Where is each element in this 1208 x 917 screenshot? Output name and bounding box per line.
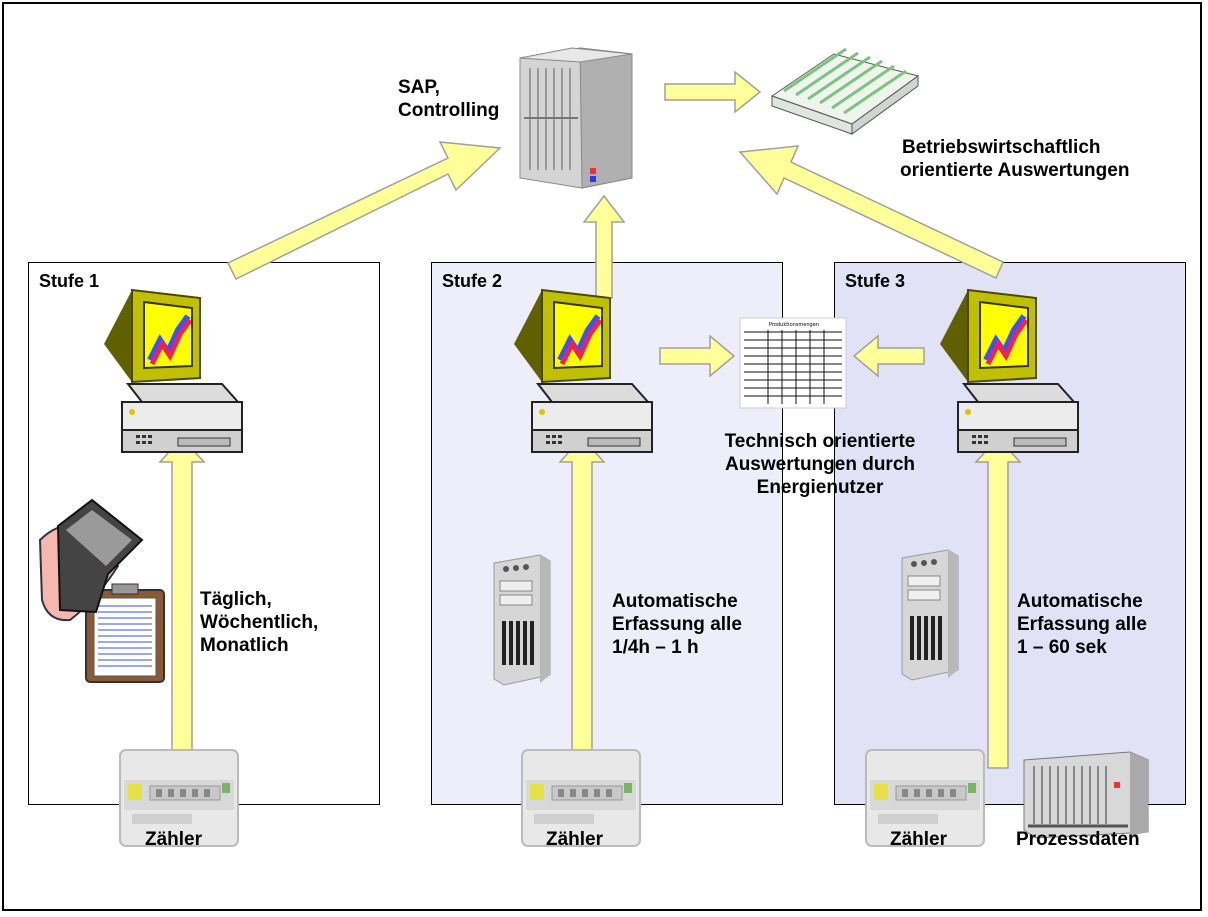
arrow-stage3-to-server [738, 145, 1004, 280]
stage3-method-label: Automatische Erfassung alle 1 – 60 sek [1017, 591, 1147, 658]
stage2-tower-server-icon [493, 554, 551, 686]
sap-server-label: SAP, Controlling [398, 77, 500, 121]
stage1-meter-label: Zähler [145, 829, 203, 850]
stage2-computer-icon [514, 290, 652, 452]
arrow-stage2-meter-to-pc [558, 436, 606, 769]
stage-title: Stufe 3 [845, 271, 906, 291]
stage2-meter-label: Zähler [546, 829, 604, 850]
sheet-heading: Produktionsmengen [769, 322, 819, 328]
sap-server-icon [519, 47, 633, 189]
stage-title: Stufe 2 [442, 271, 503, 291]
printout-stack-icon [770, 47, 920, 135]
arrow-stage2-to-server [582, 194, 626, 299]
handheld-reader-icon [38, 498, 165, 683]
arrow-stage1-to-server [226, 141, 502, 281]
stage-title: Stufe 1 [39, 271, 100, 291]
process-data-label: Prozessdaten [1016, 829, 1140, 850]
business-reports-label: Betriebswirtschaftlich orientierte Auswe… [900, 137, 1130, 181]
arrow-stage3-to-sheet [852, 334, 925, 378]
arrow-stage1-meter-to-pc [158, 436, 206, 769]
stage3-tower-server-icon [901, 549, 959, 681]
arrow-to-business-reports [664, 70, 762, 114]
stage3-meter-label: Zähler [890, 829, 948, 850]
technical-report-sheet-icon: Produktionsmengen [739, 317, 847, 409]
process-data-rack-icon [1023, 751, 1149, 839]
stage1-computer-icon [104, 290, 242, 452]
stage3-computer-icon [940, 290, 1078, 452]
stage2-method-label: Automatische Erfassung alle 1/4h – 1 h [612, 591, 742, 658]
technical-reports-label: Technisch orientierte Auswertungen durch… [724, 431, 916, 498]
arrow-stage3-meter-to-pc [974, 436, 1022, 769]
stage1-method-label: Täglich, Wöchentlich, Monatlich [200, 589, 319, 656]
arrow-stage2-to-sheet [659, 334, 736, 378]
